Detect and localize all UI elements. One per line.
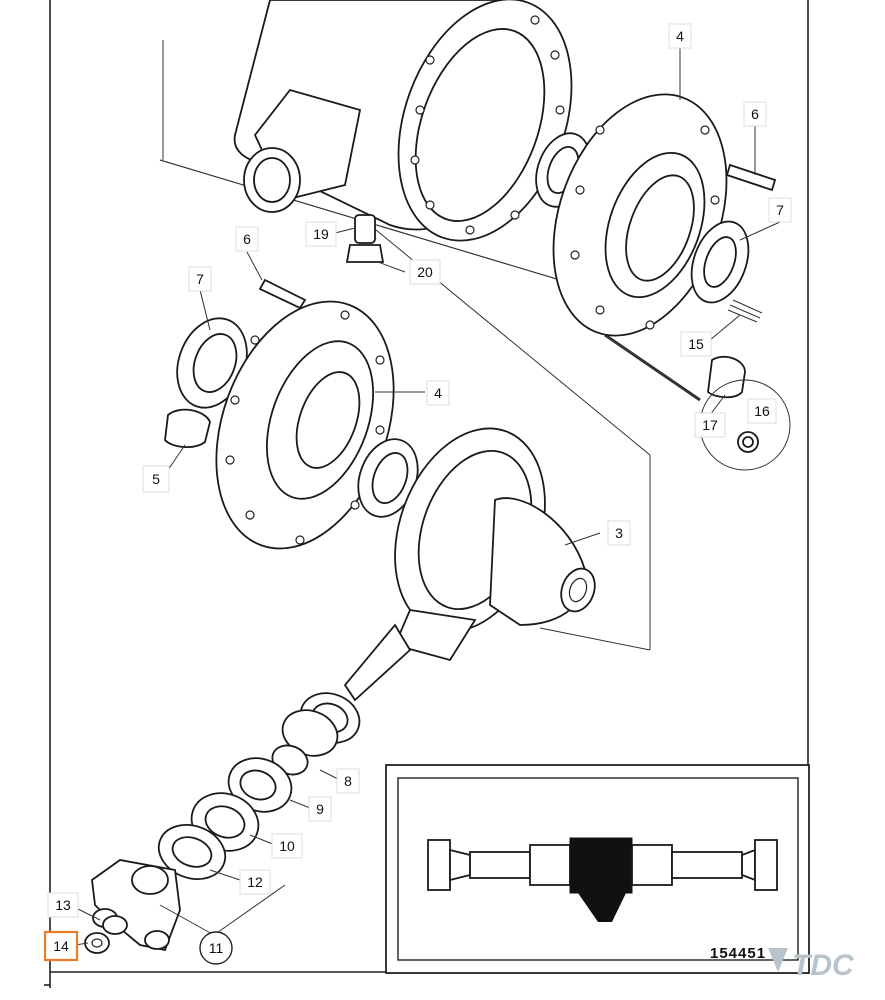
lock-spring — [727, 299, 763, 323]
adjuster-nut-left — [176, 317, 248, 409]
callout-10: 10 — [271, 833, 303, 859]
svg-text:15: 15 — [688, 336, 704, 352]
callout-6a: 6 — [743, 101, 767, 127]
svg-text:8: 8 — [344, 773, 352, 789]
callout-19: 19 — [305, 221, 337, 247]
svg-text:12: 12 — [247, 874, 263, 890]
svg-text:7: 7 — [196, 271, 204, 287]
callout-5: 5 — [142, 465, 170, 493]
callout-13: 13 — [47, 892, 79, 918]
callout-4b: 4 — [426, 380, 450, 406]
svg-text:9: 9 — [316, 801, 324, 817]
svg-text:TDC: TDC — [792, 949, 855, 982]
carrier-lock — [164, 408, 211, 448]
callout-14-highlighted[interactable]: 14 — [43, 930, 79, 962]
svg-text:11: 11 — [209, 940, 224, 956]
callout-8: 8 — [336, 768, 360, 794]
lock-detail-inset — [699, 355, 791, 471]
svg-text:20: 20 — [417, 264, 433, 280]
svg-text:16: 16 — [754, 403, 770, 419]
dust-cover — [157, 824, 227, 880]
drive-flange-yoke — [91, 859, 181, 952]
flange-washer-nut — [84, 915, 128, 954]
callout-17: 17 — [694, 412, 726, 438]
svg-text:13: 13 — [55, 897, 71, 913]
dowel-pin-right — [725, 163, 777, 192]
svg-text:6: 6 — [243, 231, 251, 247]
callout-15: 15 — [680, 331, 712, 357]
svg-text:19: 19 — [313, 226, 329, 242]
callout-6b: 6 — [235, 226, 259, 252]
callout-12: 12 — [239, 869, 271, 895]
highlighted-axle-unit — [569, 837, 633, 894]
callout-4a: 4 — [668, 23, 692, 49]
pinion-bearing-outer — [227, 757, 293, 813]
svg-text:4: 4 — [676, 28, 684, 44]
bearing-carrier-left — [215, 300, 395, 550]
svg-text:3: 3 — [615, 525, 623, 541]
callout-3: 3 — [607, 520, 631, 546]
svg-text:6: 6 — [751, 106, 759, 122]
callout-7b: 7 — [188, 266, 212, 292]
callout-11: 11 — [199, 931, 233, 965]
svg-text:14: 14 — [53, 938, 69, 954]
pinion-bearing-inner — [271, 692, 361, 776]
location-inset: 154451 — [385, 764, 810, 974]
breather-plug — [345, 214, 385, 263]
callout-7a: 7 — [768, 197, 792, 223]
svg-text:10: 10 — [279, 838, 295, 854]
tdc-watermark-logo: TDC — [768, 948, 855, 982]
svg-text:4: 4 — [434, 385, 442, 401]
callout-16: 16 — [747, 398, 777, 424]
axle-housing — [233, 0, 573, 242]
svg-text:7: 7 — [776, 202, 784, 218]
drawing-reference-number: 154451 — [710, 945, 766, 962]
crown-wheel-differential — [394, 427, 596, 633]
adjuster-nut-right — [690, 220, 750, 304]
svg-text:5: 5 — [152, 471, 160, 487]
callout-20: 20 — [409, 259, 441, 285]
page-frame — [44, 0, 809, 988]
dowel-pin-left — [258, 278, 307, 310]
bearing-carrier-right — [552, 93, 728, 337]
callout-9: 9 — [308, 796, 332, 822]
svg-text:17: 17 — [702, 417, 718, 433]
callout-leader-lines — [69, 48, 781, 946]
pinion-shaft — [343, 609, 477, 702]
propshaft-drawing — [427, 837, 778, 922]
